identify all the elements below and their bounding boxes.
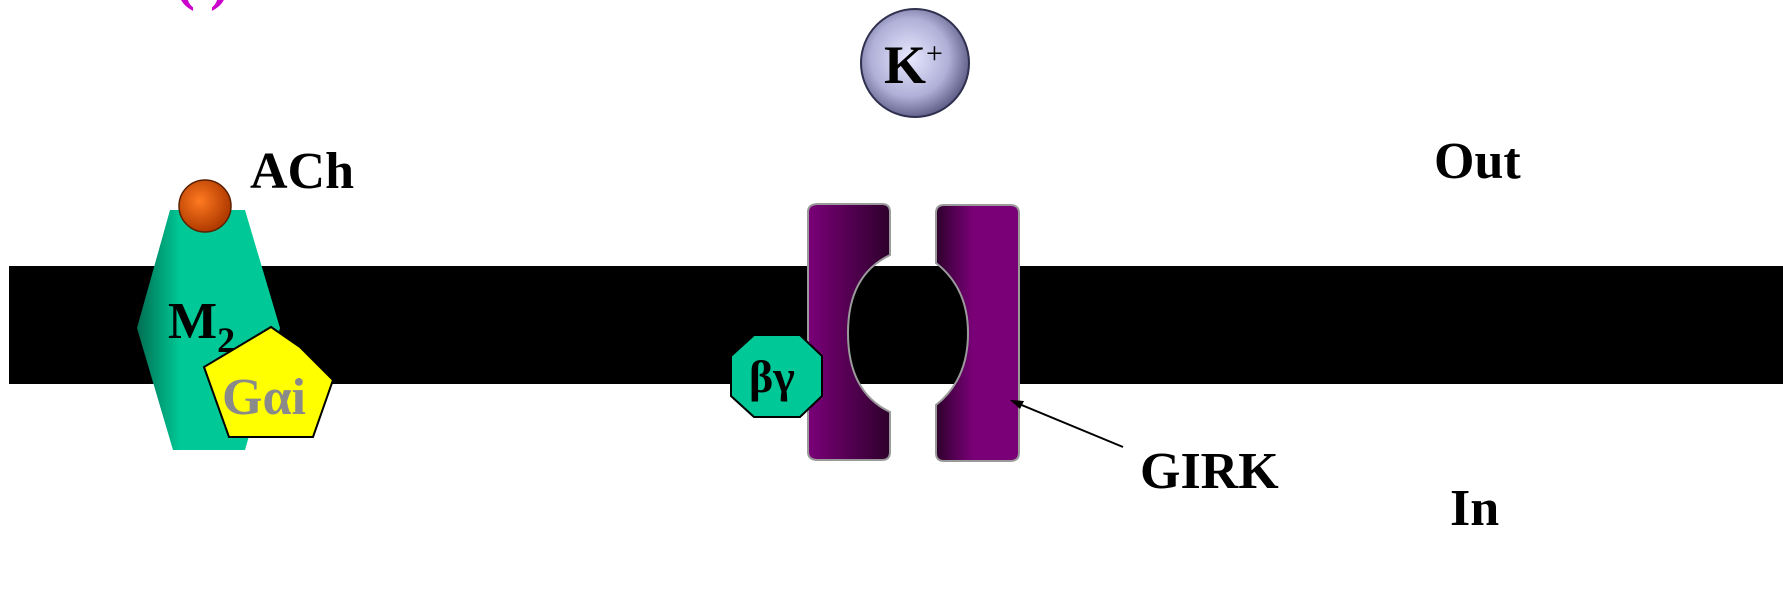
beta-gamma-subunit: βγ <box>731 335 822 417</box>
galpha-g: G <box>222 369 262 426</box>
galpha-alpha-i: αi <box>262 369 305 426</box>
galpha-i-label: Gαi <box>222 369 306 426</box>
out-label: Out <box>1434 133 1521 190</box>
k-ion-symbol: K <box>884 35 926 95</box>
girk-pointer-line <box>1012 401 1123 447</box>
in-label: In <box>1450 480 1499 537</box>
top-clipped-label: ( ) <box>175 0 230 11</box>
ach-ball <box>179 180 231 232</box>
k-ion-charge: + <box>926 37 943 70</box>
m2-label-main: M <box>168 293 217 350</box>
beta-gamma-label: βγ <box>749 351 795 402</box>
k-ion: K+ <box>861 9 969 117</box>
ach-label: ACh <box>250 143 354 200</box>
girk-label: GIRK <box>1140 443 1279 500</box>
